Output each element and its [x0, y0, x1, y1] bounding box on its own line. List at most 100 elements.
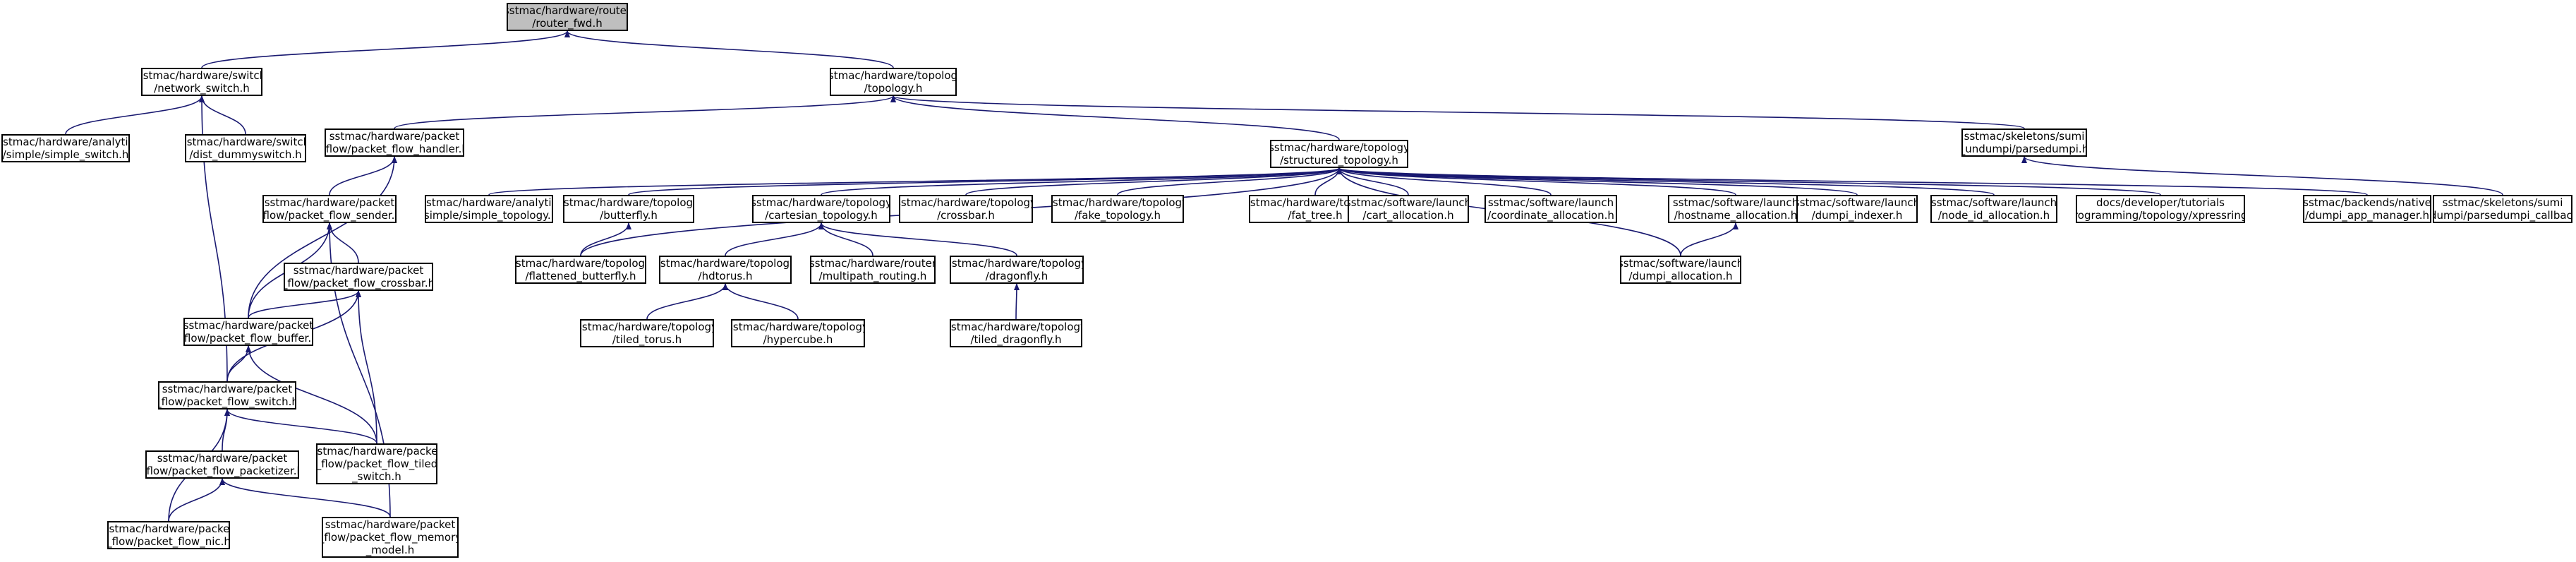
file-node-tiled-torus[interactable]: sstmac/hardware/topology/tiled_torus.h — [580, 319, 714, 347]
file-node-xpressring[interactable]: docs/developer/tutorials/programming/top… — [2076, 195, 2245, 223]
file-node-packet-flow-sender[interactable]: sstmac/hardware/packet_flow/packet_flow_… — [262, 195, 397, 223]
file-node-label-line: /dumpi_allocation.h — [1628, 270, 1733, 282]
file-node-label-line: sstmac/hardware/switch — [141, 69, 262, 82]
file-node-label-line: sstmac/hardware/topology — [830, 69, 957, 82]
file-node-label-line: /dumpi_app_manager.h — [2305, 209, 2429, 222]
file-node-hdtorus[interactable]: sstmac/hardware/topology/hdtorus.h — [659, 256, 792, 284]
file-node-label-line: /node_id_allocation.h — [1937, 209, 2050, 222]
file-node-label-line: sstmac/hardware/topology — [1270, 141, 1408, 154]
file-node-label-line: sstmac/software/launch — [1672, 196, 1799, 209]
file-node-label-line: sstmac/hardware/packet — [264, 196, 395, 209]
edge-packet_flow_tiled_switch-to-packet_flow_switch — [224, 409, 377, 444]
file-node-butterfly[interactable]: sstmac/hardware/topology/butterfly.h — [563, 195, 694, 223]
file-node-packet-flow-tiled-switch[interactable]: sstmac/hardware/packet_flow/packet_flow_… — [316, 443, 437, 484]
file-node-label-line: /coordinate_allocation.h — [1487, 209, 1614, 222]
file-node-label-line: /structured_topology.h — [1280, 154, 1398, 167]
file-node-label-line: /tiled_torus.h — [612, 333, 682, 346]
file-node-label-line: /dumpi_indexer.h — [1811, 209, 1903, 222]
edge-structured_topology-to-topology — [890, 95, 1340, 140]
file-node-label-line: sstmac/hardware/topology — [899, 196, 1033, 209]
file-node-label-line: sstmac/software/launch — [1348, 196, 1469, 209]
file-node-label-line: sstmac/hardware/topology — [1051, 196, 1184, 209]
file-node-tiled-dragonfly[interactable]: sstmac/hardware/topology/tiled_dragonfly… — [950, 319, 1082, 347]
file-node-packet-flow-memory-model[interactable]: sstmac/hardware/packet_flow/packet_flow_… — [322, 517, 459, 558]
file-node-label-line: _flow/packet_flow_crossbar.h — [284, 277, 433, 289]
file-node-network-switch[interactable]: sstmac/hardware/switch/network_switch.h — [141, 68, 262, 96]
file-node-label-line: _flow/packet_flow_handler.h — [325, 143, 464, 155]
file-node-label-line: sstmac/skeletons/sumi — [2442, 196, 2563, 209]
file-node-dumpi-app-manager[interactable]: sstmac/backends/native/dumpi_app_manager… — [2303, 195, 2431, 223]
file-node-topology[interactable]: sstmac/hardware/topology/topology.h — [830, 68, 957, 96]
file-node-label-line: /cartesian_topology.h — [765, 209, 878, 222]
file-node-label-line: /hostname_allocation.h — [1674, 209, 1798, 222]
file-node-label-line: sstmac/hardware/packet — [107, 522, 230, 535]
file-node-label-line: /fake_topology.h — [1074, 209, 1161, 222]
file-node-label-line: sstmac/backends/native — [2303, 196, 2431, 209]
file-node-label-line: /dragonfly.h — [985, 270, 1048, 282]
edge-node_id_allocation-to-structured_topology — [1336, 167, 1995, 196]
edge-hdtorus-to-cartesian_topology — [725, 222, 824, 256]
file-node-crossbar[interactable]: sstmac/hardware/topology/crossbar.h — [899, 195, 1033, 223]
file-node-coordinate-allocation[interactable]: sstmac/software/launch/coordinate_alloca… — [1484, 195, 1617, 223]
file-node-label-line: _flow/packet_flow_sender.h — [262, 209, 397, 222]
file-node-packet-flow-handler[interactable]: sstmac/hardware/packet_flow/packet_flow_… — [325, 128, 464, 157]
file-node-dumpi-allocation[interactable]: sstmac/software/launch/dumpi_allocation.… — [1620, 256, 1741, 284]
edge-hostname_allocation-to-structured_topology — [1336, 167, 1736, 196]
edge-packet_flow_buffer-to-packet_flow_handler — [248, 156, 397, 318]
edge-packet_flow_tiled_switch-to-packet_flow_buffer — [246, 345, 377, 444]
edge-cartesian_topology-to-structured_topology — [821, 167, 1342, 196]
edge-fake_topology-to-structured_topology — [1117, 167, 1342, 196]
file-node-label-line: _flow/packet_flow_buffer.h — [183, 332, 313, 345]
edge-packet_flow_tiled_switch-to-packet_flow_crossbar — [356, 290, 377, 444]
file-node-parsedumpi-callbacks[interactable]: sstmac/skeletons/sumi_undumpi/parsedumpi… — [2433, 195, 2572, 223]
file-node-label-line: sstmac/hardware/topology — [515, 257, 646, 270]
file-node-label-line: /programming/topology/xpressring.h — [2077, 209, 2244, 222]
file-node-simple-topology[interactable]: sstmac/hardware/analytic/simple/simple_t… — [425, 195, 553, 223]
edge-simple_switch-to-network_switch — [65, 95, 205, 135]
file-node-dumpi-indexer[interactable]: sstmac/software/launch/dumpi_indexer.h — [1796, 195, 1918, 223]
file-node-parsedumpi[interactable]: sstmac/skeletons/sumi_undumpi/parsedumpi… — [1961, 128, 2087, 157]
file-node-label-line: sstmac/software/launch — [1487, 196, 1614, 209]
file-node-flattened-butterfly[interactable]: sstmac/hardware/topology/flattened_butte… — [515, 256, 646, 284]
file-node-label-line: sstmac/hardware/packet — [316, 445, 437, 458]
file-node-label-line: sstmac/hardware/packet — [157, 452, 288, 465]
file-node-hypercube[interactable]: sstmac/hardware/topology/hypercube.h — [731, 319, 865, 347]
file-node-label-line: sstmac/hardware/analytic — [1, 136, 130, 148]
edge-dumpi_allocation-to-hostname_allocation — [1680, 222, 1739, 256]
file-node-node-id-allocation[interactable]: sstmac/software/launch/node_id_allocatio… — [1930, 195, 2057, 223]
file-node-packet-flow-nic[interactable]: sstmac/hardware/packet_flow/packet_flow_… — [107, 521, 230, 549]
file-node-multipath-routing[interactable]: sstmac/hardware/router/multipath_routing… — [810, 256, 936, 284]
file-node-label-line: sstmac/skeletons/sumi — [1964, 130, 2085, 143]
file-node-cart-allocation[interactable]: sstmac/software/launch/cart_allocation.h — [1348, 195, 1469, 223]
file-node-label-line: /fat_tree.h — [1288, 209, 1343, 222]
file-node-label-line: docs/developer/tutorials — [2096, 196, 2225, 209]
file-node-label-line: /butterfly.h — [600, 209, 658, 222]
file-node-structured-topology[interactable]: sstmac/hardware/topology/structured_topo… — [1270, 140, 1408, 168]
file-node-cartesian-topology[interactable]: sstmac/hardware/topology/cartesian_topol… — [752, 195, 890, 223]
file-node-packet-flow-packetizer[interactable]: sstmac/hardware/packet_flow/packet_flow_… — [145, 450, 299, 479]
edge-hypercube-to-hdtorus — [722, 283, 799, 320]
file-node-dragonfly[interactable]: sstmac/hardware/topology/dragonfly.h — [950, 256, 1084, 284]
file-node-label-line: sstmac/hardware/packet — [183, 319, 313, 332]
edge-flattened_butterfly-to-butterfly — [580, 222, 631, 256]
file-node-label-line: /simple/simple_topology.h — [425, 209, 553, 222]
file-node-label-line: sstmac/hardware/topology — [950, 257, 1084, 270]
file-node-label-line: /flattened_butterfly.h — [525, 270, 636, 282]
file-node-packet-flow-crossbar[interactable]: sstmac/hardware/packet_flow/packet_flow_… — [284, 263, 433, 291]
file-node-label-line: /network_switch.h — [154, 82, 250, 95]
file-node-label-line: sstmac/hardware/packet — [325, 518, 456, 531]
file-node-hostname-allocation[interactable]: sstmac/software/launch/hostname_allocati… — [1668, 195, 1803, 223]
file-node-dist-dummyswitch[interactable]: sstmac/hardware/switch/dist_dummyswitch.… — [185, 134, 306, 162]
file-node-label-line: _undumpi/parsedumpi_callbacks.h — [2433, 209, 2572, 222]
file-node-simple-switch[interactable]: sstmac/hardware/analytic/simple/simple_s… — [1, 134, 130, 162]
file-node-label-line: sstmac/hardware/packet — [293, 264, 424, 277]
file-node-packet-flow-switch[interactable]: sstmac/hardware/packet_flow/packet_flow_… — [158, 381, 296, 409]
file-node-fake-topology[interactable]: sstmac/hardware/topology/fake_topology.h — [1051, 195, 1184, 223]
file-node-label-line: _undumpi/parsedumpi.h — [1961, 143, 2087, 155]
edge-packet_flow_memory_model-to-packet_flow_packetizer — [219, 478, 391, 518]
edge-network_switch-to-router_fwd — [201, 30, 570, 68]
file-node-label-line: sstmac/hardware/topology — [752, 196, 890, 209]
file-node-packet-flow-buffer[interactable]: sstmac/hardware/packet_flow/packet_flow_… — [183, 318, 313, 346]
file-node-label-line: _flow/packet_flow_tiled — [316, 458, 437, 470]
